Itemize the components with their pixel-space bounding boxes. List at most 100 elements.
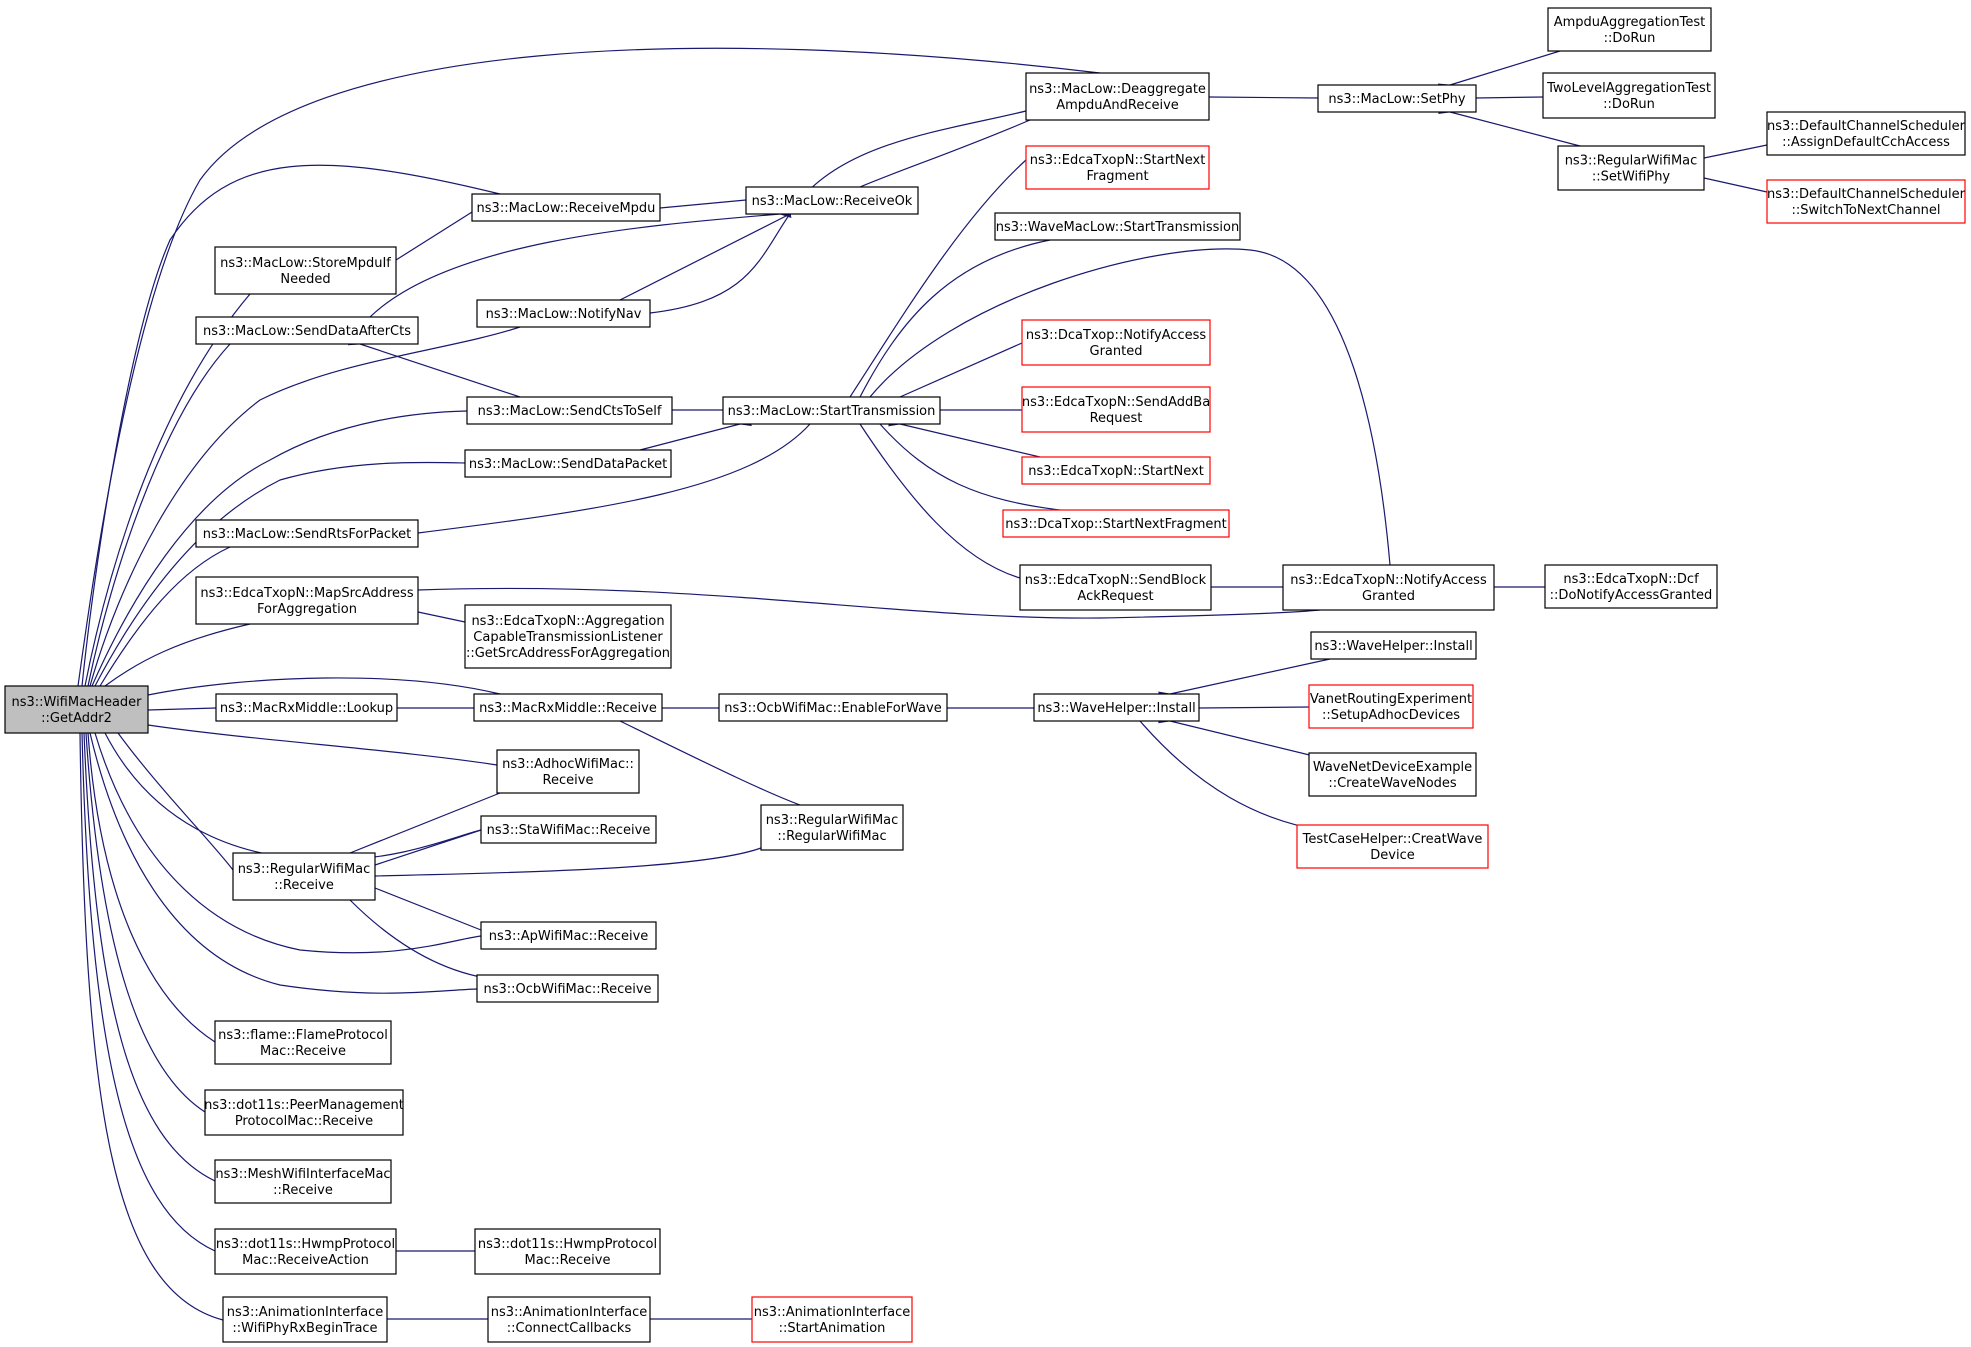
edge-sendrts-to-root: [90, 546, 231, 698]
node-box: [204, 1089, 404, 1136]
node-vanet[interactable]: VanetRoutingExperiment::SetupAdhocDevice…: [1308, 684, 1474, 729]
node-box: [751, 1296, 913, 1343]
node-peermgmt[interactable]: ns3::dot11s::PeerManagementProtocolMac::…: [204, 1089, 404, 1136]
node-box: [476, 299, 651, 328]
node-notifynav[interactable]: ns3::MacLow::NotifyNav: [476, 299, 651, 328]
node-edcanotify[interactable]: ns3::EdcaTxopN::NotifyAccessGranted: [1282, 564, 1495, 611]
node-box: [480, 815, 657, 844]
node-regularctor[interactable]: ns3::RegularWifiMac::RegularWifiMac: [760, 804, 904, 851]
node-dcanotify[interactable]: ns3::DcaTxop::NotifyAccessGranted: [1021, 319, 1211, 366]
node-receiveok[interactable]: ns3::MacLow::ReceiveOk: [745, 186, 919, 215]
node-root[interactable]: ns3::WifiMacHeader::GetAddr2: [4, 685, 149, 734]
edge-setphy-to-deagg: [1197, 91, 1319, 102]
node-animconnect[interactable]: ns3::AnimationInterface::ConnectCallback…: [487, 1296, 651, 1343]
edge-ampdutest-to-setphy: [1438, 50, 1561, 94]
node-box: [1317, 84, 1477, 113]
edge-senddataaftercts-to-root: [80, 343, 231, 698]
node-label: ns3::MacLow::NotifyNav: [486, 307, 642, 322]
node-wavemaclow[interactable]: ns3::WaveMacLow::StartTransmission: [994, 212, 1241, 241]
node-box: [496, 749, 640, 794]
node-label: ns3::MacLow::StoreMpduIf: [220, 256, 391, 271]
edge-sendblockack-to-starttx: [849, 412, 1021, 579]
node-label: ns3::AnimationInterface: [491, 1305, 648, 1320]
node-adhocreceive[interactable]: ns3::AdhocWifiMac::Receive: [496, 749, 640, 794]
edge-meshiface-to-root: [78, 721, 216, 1182]
node-starttx[interactable]: ns3::MacLow::StartTransmission: [722, 396, 941, 425]
node-label: ns3::StaWifiMac::Receive: [487, 823, 651, 838]
node-label: ns3::AdhocWifiMac::: [502, 757, 634, 772]
node-label: ::Receive: [274, 878, 334, 893]
node-label: ns3::MacLow::StartTransmission: [728, 404, 936, 419]
node-senddataaftercts[interactable]: ns3::MacLow::SendDataAfterCts: [195, 316, 419, 345]
node-apreceive[interactable]: ns3::ApWifiMac::Receive: [480, 921, 657, 950]
node-ampdutest[interactable]: AmpduAggregationTest::DoRun: [1547, 7, 1712, 52]
node-assigncch[interactable]: ns3::DefaultChannelScheduler::AssignDefa…: [1766, 111, 1966, 156]
node-twolevel[interactable]: TwoLevelAggregationTest::DoRun: [1542, 72, 1716, 119]
node-ocbreceive[interactable]: ns3::OcbWifiMac::Receive: [476, 974, 659, 1003]
node-box: [4, 685, 149, 734]
node-setphy[interactable]: ns3::MacLow::SetPhy: [1317, 84, 1477, 113]
node-box: [1002, 509, 1230, 538]
edge-notifynav-to-root: [82, 326, 521, 698]
edge-senddataaftercts-to-receiveok: [369, 208, 792, 318]
node-label: ns3::RegularWifiMac: [238, 862, 371, 877]
node-enableforwave[interactable]: ns3::OcbWifiMac::EnableForWave: [718, 693, 948, 722]
node-senddatapacket[interactable]: ns3::MacLow::SendDataPacket: [464, 449, 672, 478]
node-label: ::WifiPhyRxBeginTrace: [232, 1321, 377, 1336]
node-dcastartnextfrag[interactable]: ns3::DcaTxop::StartNextFragment: [1002, 509, 1230, 538]
node-box: [222, 1296, 388, 1343]
node-box: [718, 693, 948, 722]
node-animrx[interactable]: ns3::AnimationInterface::WifiPhyRxBeginT…: [222, 1296, 388, 1343]
node-wavehelperinstall2[interactable]: ns3::WaveHelper::Install: [1310, 631, 1477, 660]
node-label: ns3::MacLow::SendDataPacket: [469, 457, 667, 472]
node-label: ::DoRun: [1603, 97, 1655, 112]
node-label: ForAggregation: [257, 602, 357, 617]
node-aggcap[interactable]: ns3::EdcaTxopN::AggregationCapableTransm…: [464, 604, 672, 669]
node-hwmpaction[interactable]: ns3::dot11s::HwmpProtocolMac::ReceiveAct…: [214, 1228, 397, 1275]
node-rxmiddlereceive[interactable]: ns3::MacRxMiddle::Receive: [473, 693, 663, 722]
node-box: [471, 193, 661, 222]
edge-setwifiphy-to-setphy: [1438, 104, 1581, 147]
node-label: ns3::AnimationInterface: [227, 1305, 384, 1320]
node-setwifiphy[interactable]: ns3::RegularWifiMac::SetWifiPhy: [1557, 145, 1705, 191]
node-stareceive[interactable]: ns3::StaWifiMac::Receive: [480, 815, 657, 844]
node-box: [1310, 631, 1477, 660]
node-switchnext[interactable]: ns3::DefaultChannelScheduler::SwitchToNe…: [1766, 179, 1966, 224]
node-label: ::SwitchToNextChannel: [1791, 203, 1940, 218]
node-box: [1033, 693, 1200, 722]
node-dcfnotify[interactable]: ns3::EdcaTxopN::Dcf::DoNotifyAccessGrant…: [1544, 564, 1718, 609]
node-label: ns3::DcaTxop::NotifyAccess: [1026, 328, 1207, 343]
node-wavehelperinstall[interactable]: ns3::WaveHelper::Install: [1033, 693, 1200, 722]
edge-animrx-to-root: [74, 721, 224, 1321]
node-wavenetdevice[interactable]: WaveNetDeviceExample::CreateWaveNodes: [1308, 752, 1477, 797]
node-sendctstoself[interactable]: ns3::MacLow::SendCtsToSelf: [466, 396, 673, 425]
edge-testcasehelper-to-wavehelperinstall: [1129, 709, 1321, 831]
edge-startnextfrag-to-starttx: [839, 159, 1027, 409]
node-meshiface[interactable]: ns3::MeshWifiInterfaceMac::Receive: [214, 1159, 392, 1204]
node-lookup[interactable]: ns3::MacRxMiddle::Lookup: [215, 693, 398, 722]
node-label: ns3::MacRxMiddle::Receive: [479, 701, 657, 716]
node-startnextfrag[interactable]: ns3::EdcaTxopN::StartNextFragment: [1025, 145, 1210, 190]
node-box: [1557, 145, 1705, 191]
edge-sendctstoself-to-root: [82, 410, 468, 699]
node-box: [1308, 684, 1474, 729]
node-mapsrc[interactable]: ns3::EdcaTxopN::MapSrcAddressForAggregat…: [195, 576, 419, 625]
node-box: [476, 974, 659, 1003]
node-box: [760, 804, 904, 851]
node-edcastartnext[interactable]: ns3::EdcaTxopN::StartNext: [1021, 456, 1211, 485]
node-label: ns3::MacLow::Deaggregate: [1029, 82, 1206, 97]
node-label: ::Receive: [273, 1183, 333, 1198]
node-regularreceive[interactable]: ns3::RegularWifiMac::Receive: [232, 852, 376, 901]
node-sendrts[interactable]: ns3::MacLow::SendRtsForPacket: [195, 519, 419, 548]
node-animstart[interactable]: ns3::AnimationInterface::StartAnimation: [751, 1296, 913, 1343]
node-receivempdu[interactable]: ns3::MacLow::ReceiveMpdu: [471, 193, 661, 222]
node-label: ns3::DefaultChannelScheduler: [1767, 187, 1966, 202]
